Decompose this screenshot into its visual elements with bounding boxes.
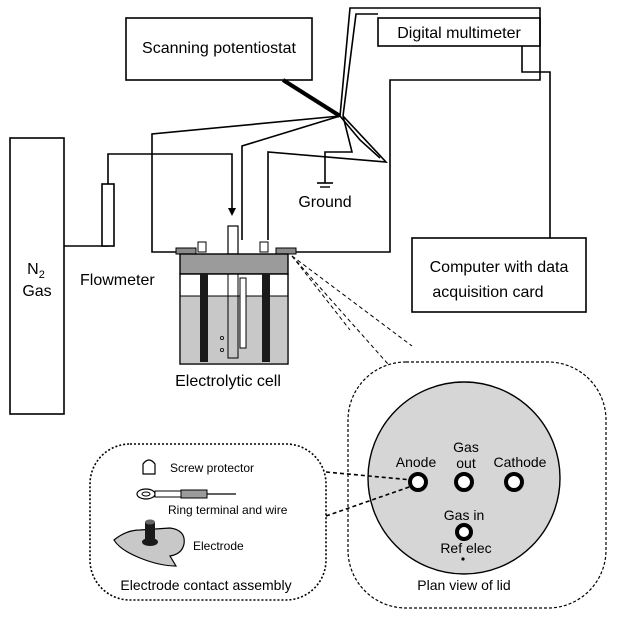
n2-label: N2 — [27, 261, 45, 281]
screw-protector-icon — [142, 459, 156, 475]
contact-assembly-panel: Screw protector Ring terminal and wire E… — [89, 443, 327, 601]
computer-label-line2: acquisition card — [432, 284, 543, 301]
plan-caption: Plan view of lid — [417, 577, 510, 593]
gas-out-label-1: Gas — [453, 439, 479, 455]
assembly-pointer-lines — [325, 471, 413, 517]
flowmeter-label: Flowmeter — [80, 272, 155, 289]
ring-terminal-icon — [136, 488, 236, 500]
zoom-lines — [291, 255, 413, 365]
assembly-caption: Electrode contact assembly — [120, 577, 291, 593]
multimeter-box: Digital multimeter — [377, 17, 541, 47]
cell-label: Electrolytic cell — [175, 373, 281, 390]
ground-icon — [317, 182, 333, 188]
gas-in-label: Gas in — [444, 507, 484, 523]
potentiostat-box: Scanning potentiostat — [125, 17, 313, 81]
anode-label: Anode — [396, 454, 437, 470]
gas-out-label-2: out — [456, 455, 476, 471]
ring-terminal-label: Ring terminal and wire — [168, 503, 288, 517]
n2-cylinder: N2 Gas — [9, 137, 65, 415]
gas-out-port-icon — [454, 472, 474, 492]
flowmeter-tube — [101, 183, 115, 247]
n2-gas-label: Gas — [22, 283, 51, 300]
gas-in-port-icon — [455, 523, 473, 541]
ref-elec-label: Ref elec — [440, 540, 491, 556]
ground-label: Ground — [298, 194, 351, 211]
electrode-label: Electrode — [193, 539, 244, 553]
electrode-icon — [113, 519, 185, 567]
computer-label-line1: Computer with data — [430, 259, 569, 276]
cathode-label: Cathode — [494, 454, 547, 470]
computer-box: Computer with data acquisition card — [411, 237, 587, 313]
ref-elec-port-icon — [461, 557, 465, 561]
anode-port-icon — [408, 472, 428, 492]
cathode-port-icon — [504, 472, 524, 492]
potentiostat-cable — [281, 78, 342, 118]
gas-line — [64, 153, 233, 247]
screw-protector-label: Screw protector — [170, 461, 254, 475]
gas-arrow-icon — [228, 208, 236, 216]
wiring — [151, 7, 551, 253]
electrolytic-cell — [175, 225, 297, 365]
potentiostat-label: Scanning potentiostat — [142, 40, 296, 57]
plan-view-panel: Anode Gas out Cathode Gas in Ref elec Pl… — [347, 361, 607, 609]
multimeter-label: Digital multimeter — [397, 25, 521, 42]
